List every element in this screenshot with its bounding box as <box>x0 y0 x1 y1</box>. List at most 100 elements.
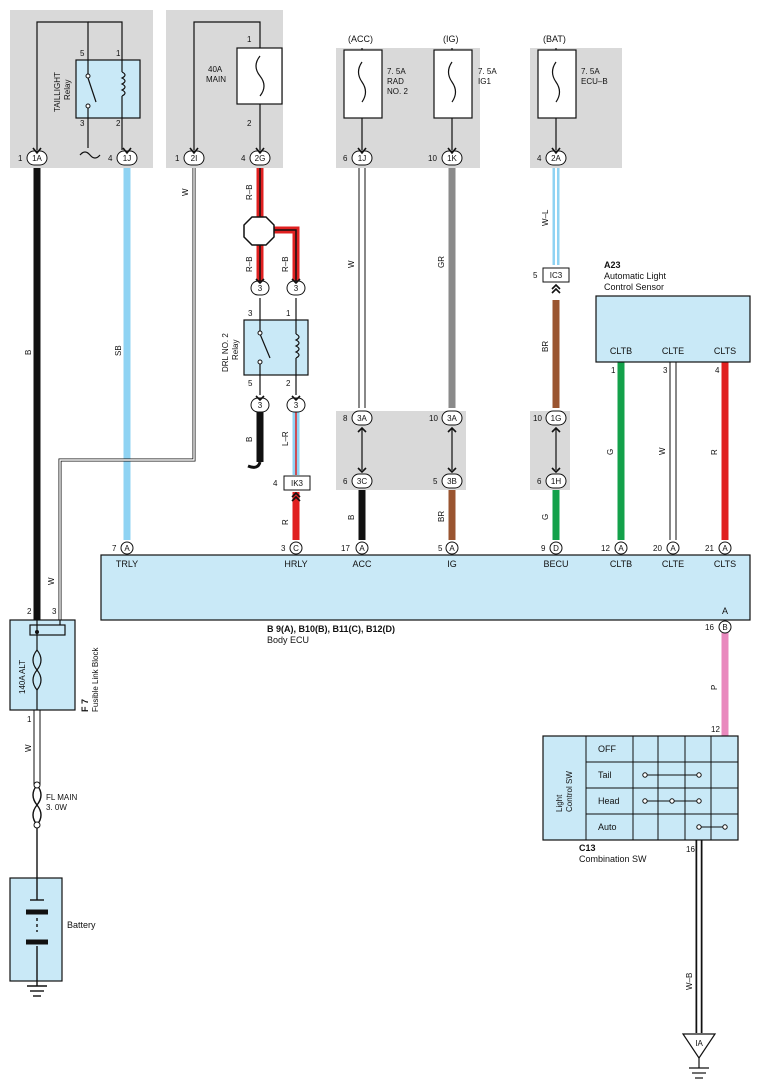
conn-1k: 1K <box>447 154 457 163</box>
ground-ia-label: IA <box>695 1039 703 1048</box>
switch-name: Combination SW <box>579 854 647 864</box>
conn-3-c: 3 <box>258 401 263 410</box>
ecu-pin-21: 21 <box>705 544 714 553</box>
conn-1a: 1A <box>32 154 42 163</box>
sensor-num-4: 4 <box>715 366 720 375</box>
ecu-code: B 9(A), B10(B), B11(C), B12(D) <box>267 624 395 634</box>
ig-label: (IG) <box>443 34 459 44</box>
fusible-code: F 7 <box>80 699 90 712</box>
drl-pin2: 2 <box>286 379 291 388</box>
wire-label-w1: W <box>181 188 190 196</box>
wire-label-wl: W–L <box>541 209 550 226</box>
ecu-pin-connectors: A C A A D A A A B <box>120 541 732 634</box>
conn-1j-tail: 1J <box>123 154 131 163</box>
conn-3-b: 3 <box>294 284 299 293</box>
conn-1j-acc: 1J <box>358 154 366 163</box>
ecu-term-a: A <box>722 606 728 616</box>
ecu-pin-7: 7 <box>112 544 117 553</box>
ecu-term-clte: CLTE <box>662 559 684 569</box>
ecu-term-ig: IG <box>447 559 457 569</box>
pin-1a: 1 <box>18 154 23 163</box>
wire-label-rb1: R–B <box>245 184 254 200</box>
sensor-name-1: Automatic Light <box>604 271 667 281</box>
main-fuse-amp: 40A <box>208 65 223 74</box>
fuse-ecub-amp: 7. 5A <box>581 67 600 76</box>
wire-label-br2: BR <box>437 511 446 522</box>
fuse-ecub-name: ECU–B <box>581 77 608 86</box>
wire-label-lr: L–R <box>281 431 290 446</box>
ecu-conn-clts: A <box>722 544 728 553</box>
pin-ik3: 4 <box>273 479 278 488</box>
switch-row-tail: Tail <box>598 770 612 780</box>
acc-label: (ACC) <box>348 34 373 44</box>
battery-label: Battery <box>67 920 96 930</box>
ecu-conn-becu: D <box>553 544 559 553</box>
ecu-conn-trly: A <box>124 544 130 553</box>
conn-3a-ig: 3A <box>447 414 457 423</box>
switch-row-auto: Auto <box>598 822 617 832</box>
sensor-code: A23 <box>604 260 621 270</box>
ecu-conn-hrly: C <box>293 544 299 553</box>
main-fuse-name: MAIN <box>206 75 226 84</box>
fusible-name: Fusible Link Block <box>91 647 100 712</box>
wire-label-rb2: R–B <box>245 256 254 272</box>
taillight-relay-label-2: Relay <box>63 80 72 100</box>
conn-2a: 2A <box>551 154 561 163</box>
fl-pin1: 1 <box>27 715 32 724</box>
ecu-name: Body ECU <box>267 635 309 645</box>
pin-3a-8: 8 <box>343 414 348 423</box>
fuse-ig1-amp: 7. 5A <box>478 67 497 76</box>
fuse-rad-no: NO. 2 <box>387 87 408 96</box>
pin-3c-6: 6 <box>343 477 348 486</box>
switch-code: C13 <box>579 843 596 853</box>
fl-pin2: 2 <box>27 607 32 616</box>
pin-1k: 10 <box>428 154 437 163</box>
taillight-relay-label-1: TAILLIGHT <box>53 72 62 112</box>
pin-3b-5: 5 <box>433 477 438 486</box>
wire-label-b3: B <box>347 515 356 520</box>
ecu-conn-ig: A <box>449 544 455 553</box>
junction-connector <box>243 216 275 246</box>
drl-pin5: 5 <box>248 379 253 388</box>
conn-ik3 <box>283 475 311 491</box>
pin-3a-10: 10 <box>429 414 438 423</box>
wire-label-r2: R <box>710 449 719 455</box>
wire-label-g2: G <box>606 449 615 455</box>
wire-label-g1: G <box>541 514 550 520</box>
main-fuse-pin2: 2 <box>247 119 252 128</box>
wire-label-w4: W <box>47 577 56 585</box>
relay-pin1: 1 <box>116 49 121 58</box>
switch-row-off: OFF <box>598 744 616 754</box>
top-connector-row: 1A 1J 2I 2G 1J 1K 2A <box>26 150 567 166</box>
fl-pin3: 3 <box>52 607 57 616</box>
ecu-pin-9: 9 <box>541 544 546 553</box>
pin-2a: 4 <box>537 154 542 163</box>
switch-pin-16: 16 <box>686 845 695 854</box>
wire-label-sb: SB <box>114 345 123 356</box>
flmain-rating: 3. 0W <box>46 803 67 812</box>
ecu-conn-cltb: A <box>618 544 624 553</box>
sensor-name-2: Control Sensor <box>604 282 664 292</box>
drl-pin1: 1 <box>286 309 291 318</box>
switch-side-1: Light <box>555 794 564 812</box>
wire-label-br1: BR <box>541 341 550 352</box>
ecu-term-acc: ACC <box>352 559 372 569</box>
ecu-pin-3: 3 <box>281 544 286 553</box>
auto-light-sensor <box>595 295 751 363</box>
wire-label-p: P <box>710 685 719 690</box>
conn-ik3-label: IK3 <box>291 479 304 488</box>
drl-label-1: DRL NO. 2 <box>221 333 230 372</box>
ecu-pin-16: 16 <box>705 623 714 632</box>
relay-pin5: 5 <box>80 49 85 58</box>
conn-1h: 1H <box>551 477 561 486</box>
main-fuse-pin1: 1 <box>247 35 252 44</box>
ecu-conn-clte: A <box>670 544 676 553</box>
fuse-rad-amp: 7. 5A <box>387 67 406 76</box>
pin-1j-acc: 6 <box>343 154 348 163</box>
conn-2g: 2G <box>255 154 266 163</box>
pin-2i: 1 <box>175 154 180 163</box>
switch-side-2: Control SW <box>565 771 574 812</box>
conn-3-a: 3 <box>258 284 263 293</box>
pin-1h-6: 6 <box>537 477 542 486</box>
